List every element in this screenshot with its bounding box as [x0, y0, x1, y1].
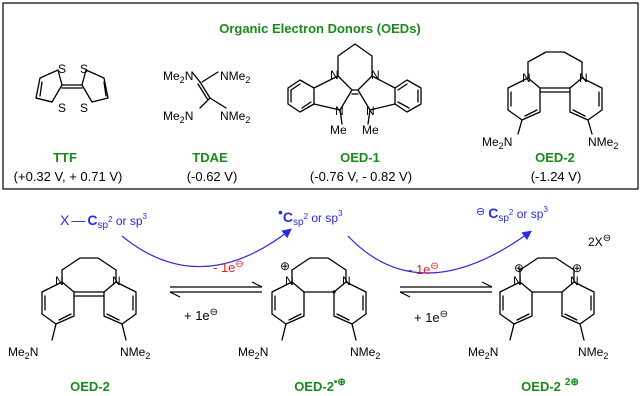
tdae-nme2-2: NMe2	[220, 69, 250, 85]
s2-nme2-1: Me2N	[238, 345, 268, 361]
s3-plus2: ⊕	[572, 261, 582, 275]
oed1-n2: N	[371, 68, 380, 82]
red-step-2: + 1e⊖	[414, 309, 448, 325]
ttf-s1: S	[58, 62, 66, 76]
tdae-nme2-4: NMe2	[220, 109, 250, 125]
tdae-structure	[191, 71, 227, 109]
s3-nme2-2: NMe2	[578, 345, 608, 361]
ttf-s2: S	[58, 101, 66, 115]
tdae-name: TDAE	[192, 150, 228, 165]
red-step-1: + 1e⊖	[184, 307, 218, 323]
radical-label: •Csp2 or sp3	[278, 204, 343, 228]
oed1-me1: Me	[330, 123, 347, 137]
equilibrium-1	[169, 281, 263, 298]
counterion: 2X⊖	[588, 233, 611, 249]
tdae-potential: (-0.62 V)	[187, 169, 238, 184]
ttf-s4: S	[80, 101, 88, 115]
ttf-name: TTF	[53, 150, 77, 165]
oed2-box-nme2-2: NMe2	[588, 135, 618, 151]
ttf-s3: S	[80, 62, 88, 76]
oed2-box-n1: N	[522, 71, 531, 85]
ox-step-1: - 1e⊖	[213, 259, 244, 275]
s1-n2: N	[112, 274, 121, 288]
s2-n2: N	[342, 274, 351, 288]
scheme-oed2-dication	[499, 257, 595, 341]
box-title: Organic Electron Donors (OEDs)	[219, 21, 421, 36]
anion-label: ⊖Csp2 or sp3	[476, 205, 548, 224]
oed2-box-potential: (-1.24 V)	[531, 169, 582, 184]
s3-nme2-1: Me2N	[468, 345, 498, 361]
arrow-radical-to-anion	[347, 230, 532, 274]
tdae-nme2-1: Me2N	[163, 69, 193, 85]
ttf-potential: (+0.32 V, + 0.71 V)	[14, 169, 123, 184]
oed2-box-structure	[507, 51, 603, 135]
equilibrium-2	[399, 281, 493, 298]
oed1-me2: Me	[362, 123, 379, 137]
s2-nme2-2: NMe2	[350, 345, 380, 361]
tdae-nme2-3: Me2N	[163, 109, 193, 125]
s2-name: OED-2•⊕	[294, 377, 346, 394]
ox-step-2: - 1e⊖	[408, 261, 439, 277]
scheme-oed2-radical-cation	[271, 257, 367, 341]
scheme-oed2-neutral	[41, 257, 137, 341]
s1-nme2-1: Me2N	[8, 345, 38, 361]
substrate-label: X—Csp2 or sp3	[60, 212, 148, 231]
oed1-structure	[287, 43, 422, 125]
oed2-box-nme2-1: Me2N	[482, 135, 512, 151]
oed1-name: OED-1	[340, 150, 380, 165]
oed1-potential: (-0.76 V, - 0.82 V)	[310, 169, 412, 184]
oed2-box-name: OED-2	[535, 150, 575, 165]
oed-box	[2, 2, 639, 190]
ttf-structure	[35, 69, 109, 103]
s1-name: OED-2	[70, 379, 110, 394]
oed1-n1: N	[330, 68, 339, 82]
oed2-box-n2: N	[579, 71, 588, 85]
s2-plus: ⊕	[280, 259, 290, 273]
oed1-n3: N	[335, 104, 344, 118]
oed1-n4: N	[366, 104, 375, 118]
s2-n1: N	[285, 274, 294, 288]
s3-n1: N	[513, 274, 522, 288]
arrow-substrate-to-radical	[121, 228, 292, 268]
s2-radical-dot: •	[332, 285, 336, 299]
s3-plus1: ⊕	[514, 261, 524, 275]
s1-nme2-2: NMe2	[120, 345, 150, 361]
s1-n1: N	[55, 274, 64, 288]
s3-n2: N	[570, 274, 579, 288]
